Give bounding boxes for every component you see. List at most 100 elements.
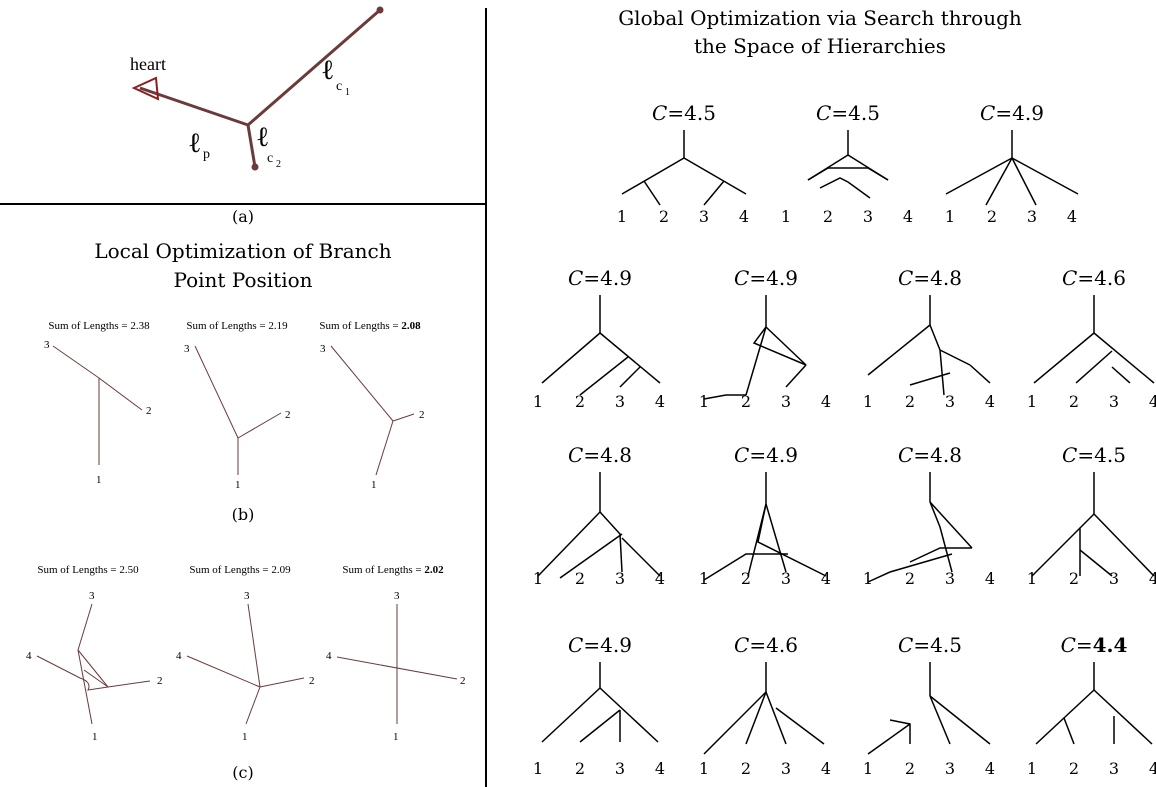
branch bbox=[1079, 549, 1113, 577]
leaf-label: 2 bbox=[905, 569, 915, 588]
branch bbox=[765, 503, 787, 573]
edge-parent bbox=[139, 86, 249, 127]
node-label: 1 bbox=[92, 731, 98, 743]
branch bbox=[247, 603, 261, 688]
branch bbox=[929, 695, 951, 745]
branch bbox=[245, 686, 261, 725]
panel-c: Sum of Lengths = 2.50 3 4 2 1 Sum of Len… bbox=[26, 564, 466, 743]
branch bbox=[909, 372, 951, 386]
branch bbox=[36, 655, 151, 691]
branch bbox=[579, 356, 629, 396]
leaf-label: 1 bbox=[1027, 392, 1037, 411]
branch bbox=[1093, 513, 1155, 577]
branch bbox=[1093, 332, 1155, 384]
branch bbox=[537, 511, 601, 577]
cost-label: C=4.5 bbox=[898, 633, 962, 657]
leaf-label: 2 bbox=[659, 207, 669, 226]
leaf-label: 3 bbox=[1109, 569, 1119, 588]
label-lp-sub: p bbox=[203, 147, 210, 162]
cost-label: C=4.9 bbox=[568, 266, 632, 290]
leaf-label: 2 bbox=[987, 207, 997, 226]
leaf-label: 4 bbox=[985, 392, 995, 411]
tree-b1: Sum of Lengths = 2.38 3 2 1 bbox=[44, 320, 152, 486]
cost-label: C=4.9 bbox=[734, 266, 798, 290]
branch bbox=[1033, 332, 1095, 384]
cost-label: C=4.5 bbox=[652, 101, 716, 125]
leaf-label: 4 bbox=[1067, 207, 1077, 226]
branch bbox=[1079, 513, 1095, 576]
branch bbox=[703, 691, 767, 755]
leaf-label: 1 bbox=[1027, 569, 1037, 588]
leaf-label: 3 bbox=[945, 759, 955, 778]
leaf-label: 4 bbox=[985, 759, 995, 778]
leaf-label: 3 bbox=[615, 569, 625, 588]
branch bbox=[703, 180, 725, 206]
branch bbox=[619, 366, 641, 388]
branch bbox=[392, 413, 415, 422]
branch bbox=[889, 719, 911, 744]
leaf-label: 4 bbox=[821, 569, 831, 588]
node-label: 1 bbox=[393, 731, 399, 743]
branch bbox=[909, 547, 972, 563]
branch bbox=[867, 553, 953, 583]
tree-b3: Sum of Lengths = 2.08 3 2 1 bbox=[319, 320, 424, 491]
branch bbox=[929, 695, 991, 745]
node-label: 1 bbox=[371, 479, 377, 491]
local-title-line1: Local Optimization of Branch bbox=[94, 239, 391, 263]
label-lc1: ℓ bbox=[321, 55, 334, 86]
leaf-label: 1 bbox=[533, 759, 543, 778]
branch bbox=[785, 364, 807, 388]
node-label: 2 bbox=[146, 405, 152, 417]
leaf-label: 3 bbox=[945, 569, 955, 588]
cost-label: C=4.9 bbox=[734, 443, 798, 467]
leaf-label: 1 bbox=[699, 569, 709, 588]
leaf-label: 1 bbox=[945, 207, 955, 226]
leaf-label: 4 bbox=[1149, 759, 1156, 778]
leaf-label: 3 bbox=[615, 392, 625, 411]
branch bbox=[819, 177, 871, 199]
leaf-label: 3 bbox=[699, 207, 709, 226]
branch bbox=[98, 377, 143, 411]
node-label: 3 bbox=[244, 590, 250, 602]
branch bbox=[186, 655, 261, 688]
node-label: 1 bbox=[96, 474, 102, 486]
cost-label: C=4.9 bbox=[568, 633, 632, 657]
branch bbox=[1093, 689, 1153, 745]
leaf-label: 3 bbox=[1109, 392, 1119, 411]
tree-c2: Sum of Lengths = 2.09 3 4 2 1 bbox=[176, 564, 315, 743]
leaf-label: 1 bbox=[617, 207, 627, 226]
node-label: 2 bbox=[419, 409, 425, 421]
sum-of-lengths-label: Sum of Lengths = 2.50 bbox=[37, 564, 139, 576]
leaf-label: 1 bbox=[781, 207, 791, 226]
caption-a: (a) bbox=[232, 207, 254, 226]
cost-label: C=4.8 bbox=[898, 266, 962, 290]
leaf-label: 2 bbox=[575, 759, 585, 778]
leaf-label: 1 bbox=[863, 569, 873, 588]
sum-of-lengths-label: Sum of Lengths = 2.02 bbox=[342, 564, 444, 576]
leaf-label: 2 bbox=[741, 759, 751, 778]
branch bbox=[929, 501, 953, 573]
node-label: 1 bbox=[242, 731, 248, 743]
leaf-label: 3 bbox=[1109, 759, 1119, 778]
label-lc2-sub: c bbox=[267, 151, 273, 166]
label-lc2-subsub: 2 bbox=[276, 159, 281, 170]
branch bbox=[1111, 366, 1131, 384]
branch bbox=[375, 420, 394, 476]
cost-label: C=4.8 bbox=[898, 443, 962, 467]
leaf-label: 2 bbox=[575, 392, 585, 411]
leaf-label: 3 bbox=[781, 392, 791, 411]
branch bbox=[703, 394, 746, 400]
heart-arrow-icon bbox=[131, 76, 160, 101]
leaf-label: 4 bbox=[1149, 392, 1156, 411]
branch bbox=[985, 157, 1013, 206]
node-label: 2 bbox=[157, 675, 163, 687]
